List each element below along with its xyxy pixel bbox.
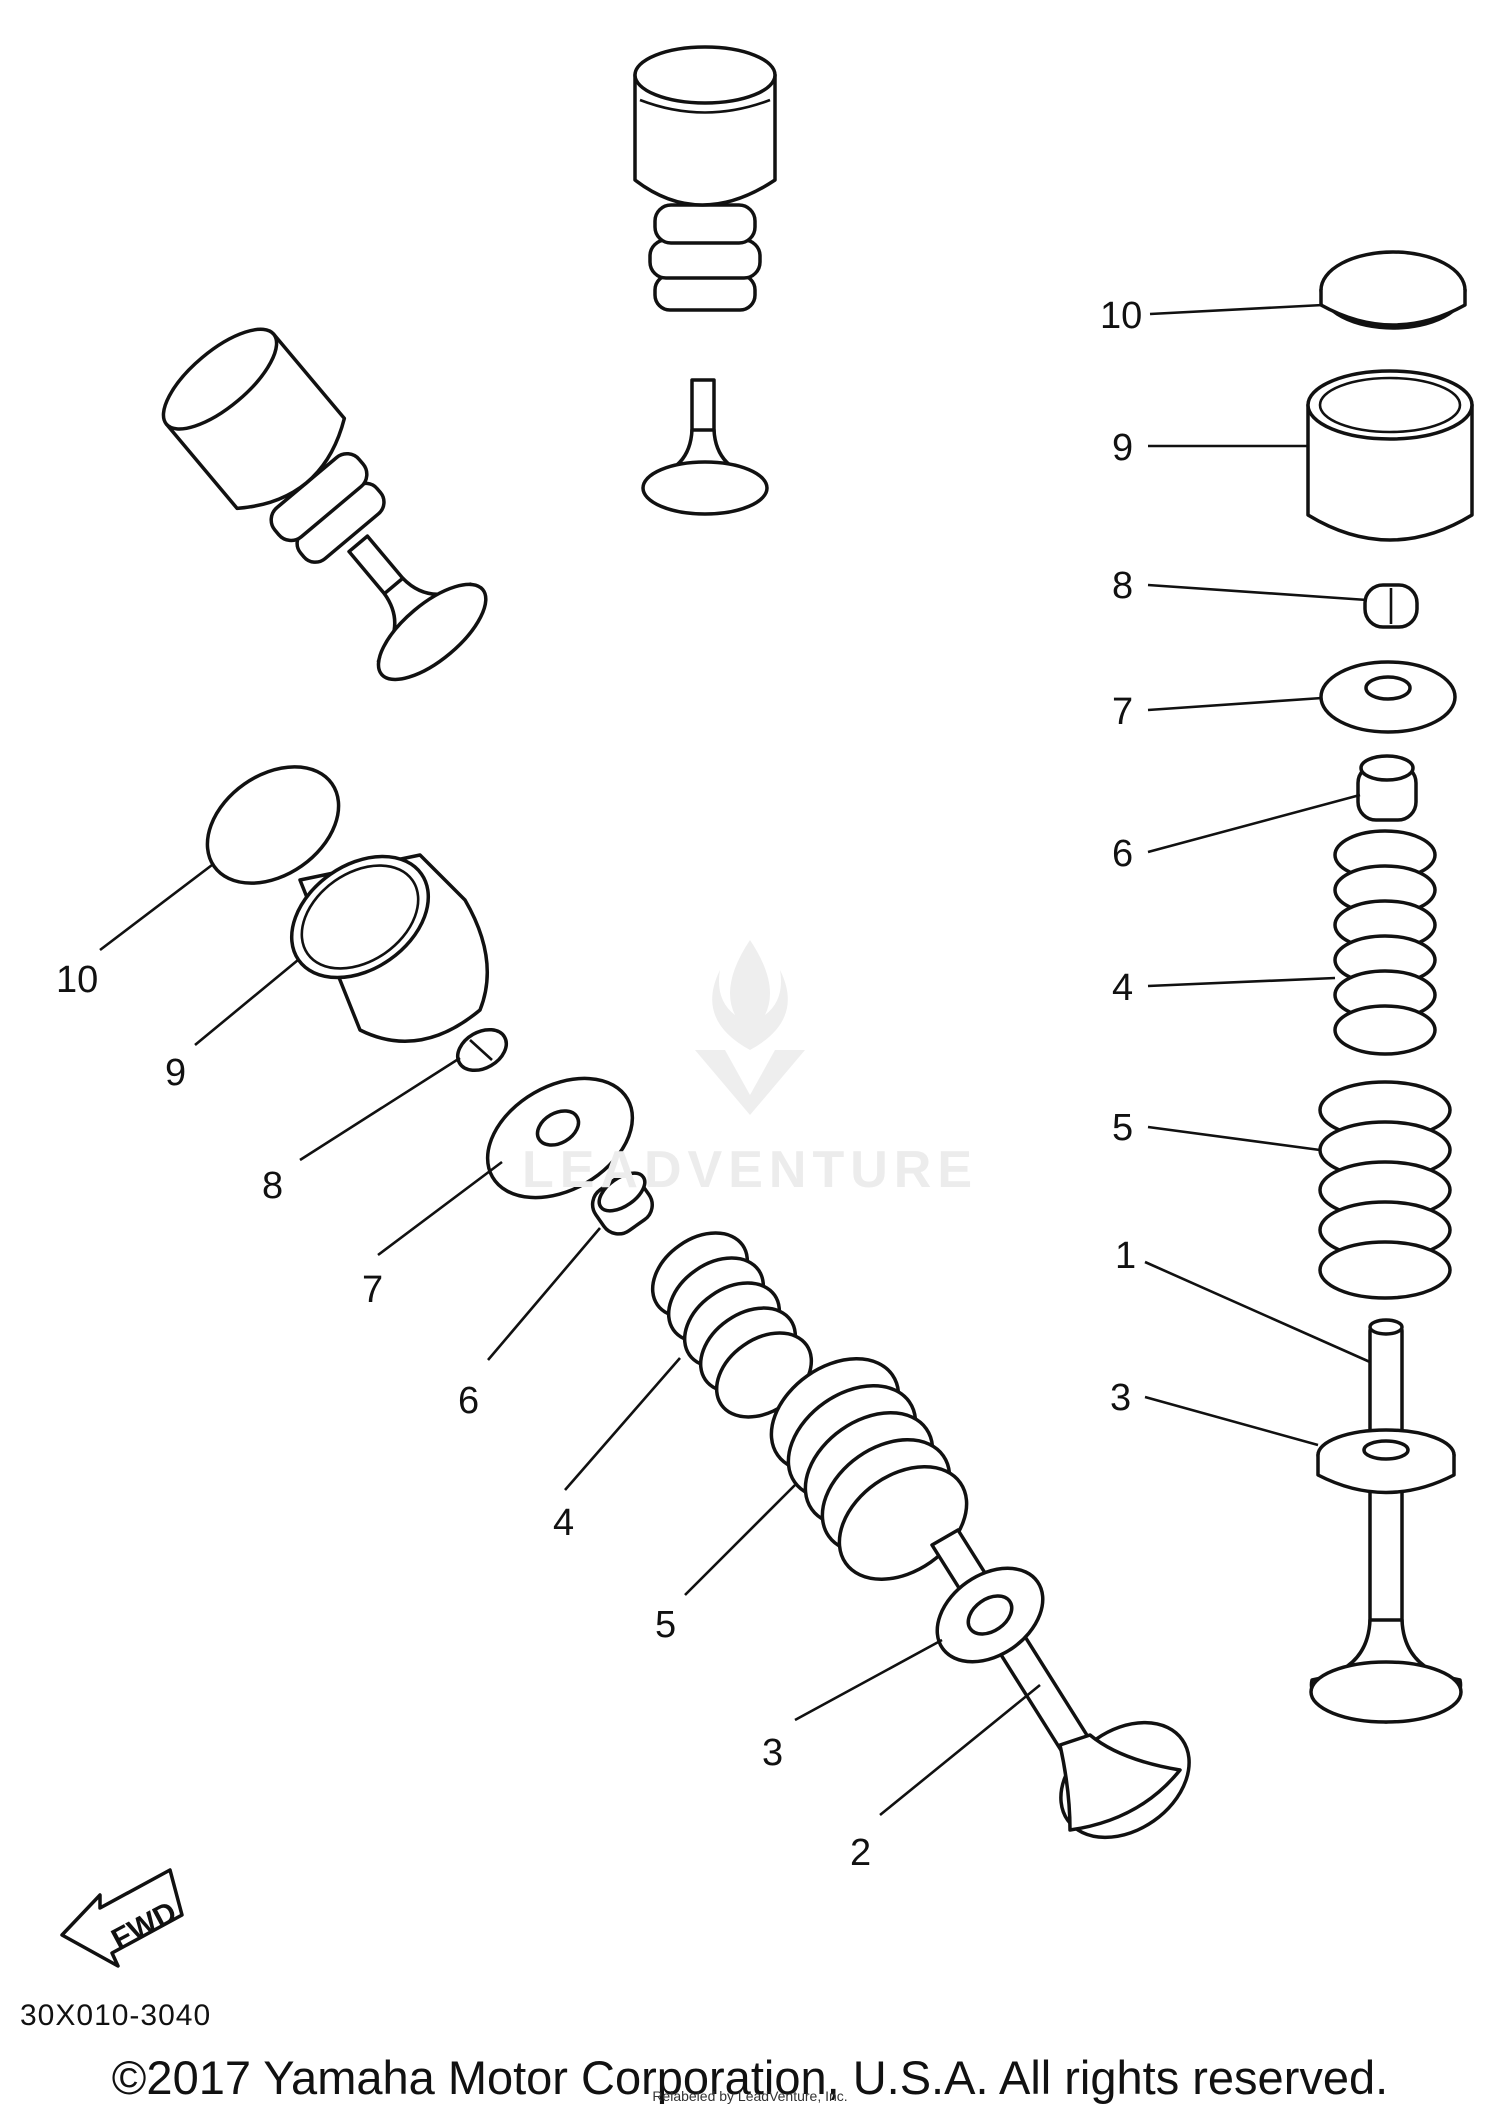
callout-exhaust-6: 6 xyxy=(1112,833,1133,875)
exhaust-callouts: 10 9 8 7 6 4 5 1 3 xyxy=(1100,295,1142,1419)
intake-callouts: 10 9 8 7 6 4 5 3 2 xyxy=(56,959,871,1874)
intake-outer-spring xyxy=(769,1357,969,1581)
callout-intake-3: 3 xyxy=(762,1732,783,1774)
callout-exhaust-8: 8 xyxy=(1112,565,1133,607)
exhaust-inner-spring xyxy=(1333,829,1437,1056)
callout-exhaust-3: 3 xyxy=(1110,1377,1131,1419)
intake-leader-lines xyxy=(99,863,1041,1817)
exhaust-spring-seat xyxy=(1316,1428,1456,1495)
callout-intake-2: 2 xyxy=(850,1832,871,1874)
intake-inner-spring xyxy=(650,1231,814,1419)
intake-cotter xyxy=(456,1027,508,1073)
intake-spring-seat xyxy=(935,1566,1045,1664)
exhaust-valve xyxy=(1309,1318,1463,1724)
assembled-valve-left xyxy=(161,327,488,682)
watermark-text: LEADVENTURE xyxy=(521,1141,979,1199)
callout-exhaust-1: 1 xyxy=(1115,1235,1136,1277)
diagram-code: 30X010-3040 xyxy=(20,1999,211,2032)
exhaust-cotter xyxy=(1363,583,1419,629)
assembled-valve-top xyxy=(633,45,777,516)
callout-intake-8: 8 xyxy=(262,1165,283,1207)
callout-exhaust-7: 7 xyxy=(1112,691,1133,733)
exhaust-lifter xyxy=(1306,369,1474,542)
callout-exhaust-10: 10 xyxy=(1100,295,1142,337)
exhaust-outer-spring xyxy=(1318,1080,1452,1300)
intake-lifter xyxy=(289,853,490,1043)
exhaust-shim xyxy=(1319,250,1467,330)
callout-intake-10: 10 xyxy=(56,959,98,1001)
intake-seal xyxy=(590,1171,654,1236)
callout-exhaust-9: 9 xyxy=(1112,427,1133,469)
fwd-arrow: FWD xyxy=(60,1868,184,1968)
callout-intake-7: 7 xyxy=(362,1269,383,1311)
intake-retainer xyxy=(485,1076,635,1200)
exhaust-valve-set xyxy=(1306,250,1474,1724)
exhaust-leader-lines xyxy=(1144,303,1371,1447)
copyright-notice: ©2017 Yamaha Motor Corporation, U.S.A. A… xyxy=(111,2051,1389,2104)
intake-valve-set xyxy=(205,765,1191,1840)
intake-shim xyxy=(205,765,341,885)
callout-intake-5: 5 xyxy=(655,1604,676,1646)
callout-exhaust-5: 5 xyxy=(1112,1107,1133,1149)
watermark-logo-icon xyxy=(695,940,805,1115)
exhaust-seal xyxy=(1356,754,1418,822)
relabel-notice: Relabeled by LeadVenture, Inc. xyxy=(652,2088,848,2104)
callout-exhaust-4: 4 xyxy=(1112,967,1133,1009)
exhaust-retainer xyxy=(1319,660,1457,734)
callout-intake-4: 4 xyxy=(553,1502,574,1544)
callout-intake-6: 6 xyxy=(458,1380,479,1422)
callout-intake-9: 9 xyxy=(165,1052,186,1094)
